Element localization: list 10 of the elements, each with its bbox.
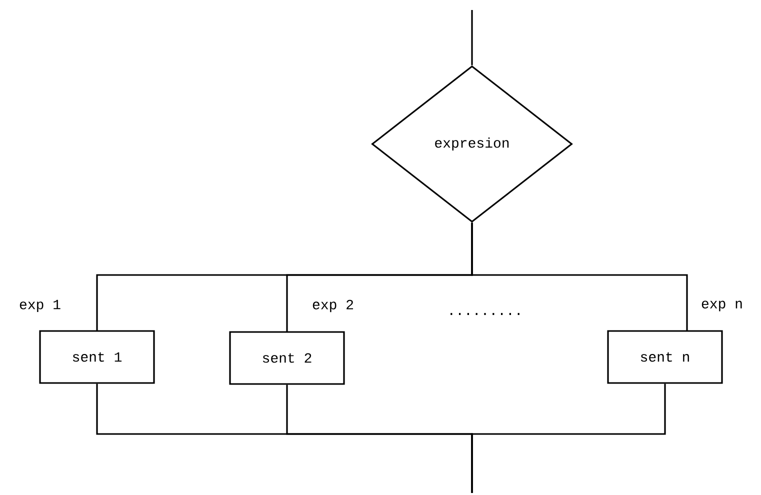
connector-line: [471, 222, 688, 331]
connector-line: [471, 384, 666, 493]
process-box: sent 1: [39, 330, 155, 384]
edge-label: exp 2: [311, 298, 355, 314]
edge-label: exp 1: [18, 298, 62, 314]
process-box: sent 2: [229, 331, 345, 385]
connector-line: [471, 10, 473, 66]
edge-label: exp n: [700, 300, 744, 312]
process-box: sent n: [607, 330, 723, 384]
ellipsis-text: .........: [450, 312, 520, 316]
